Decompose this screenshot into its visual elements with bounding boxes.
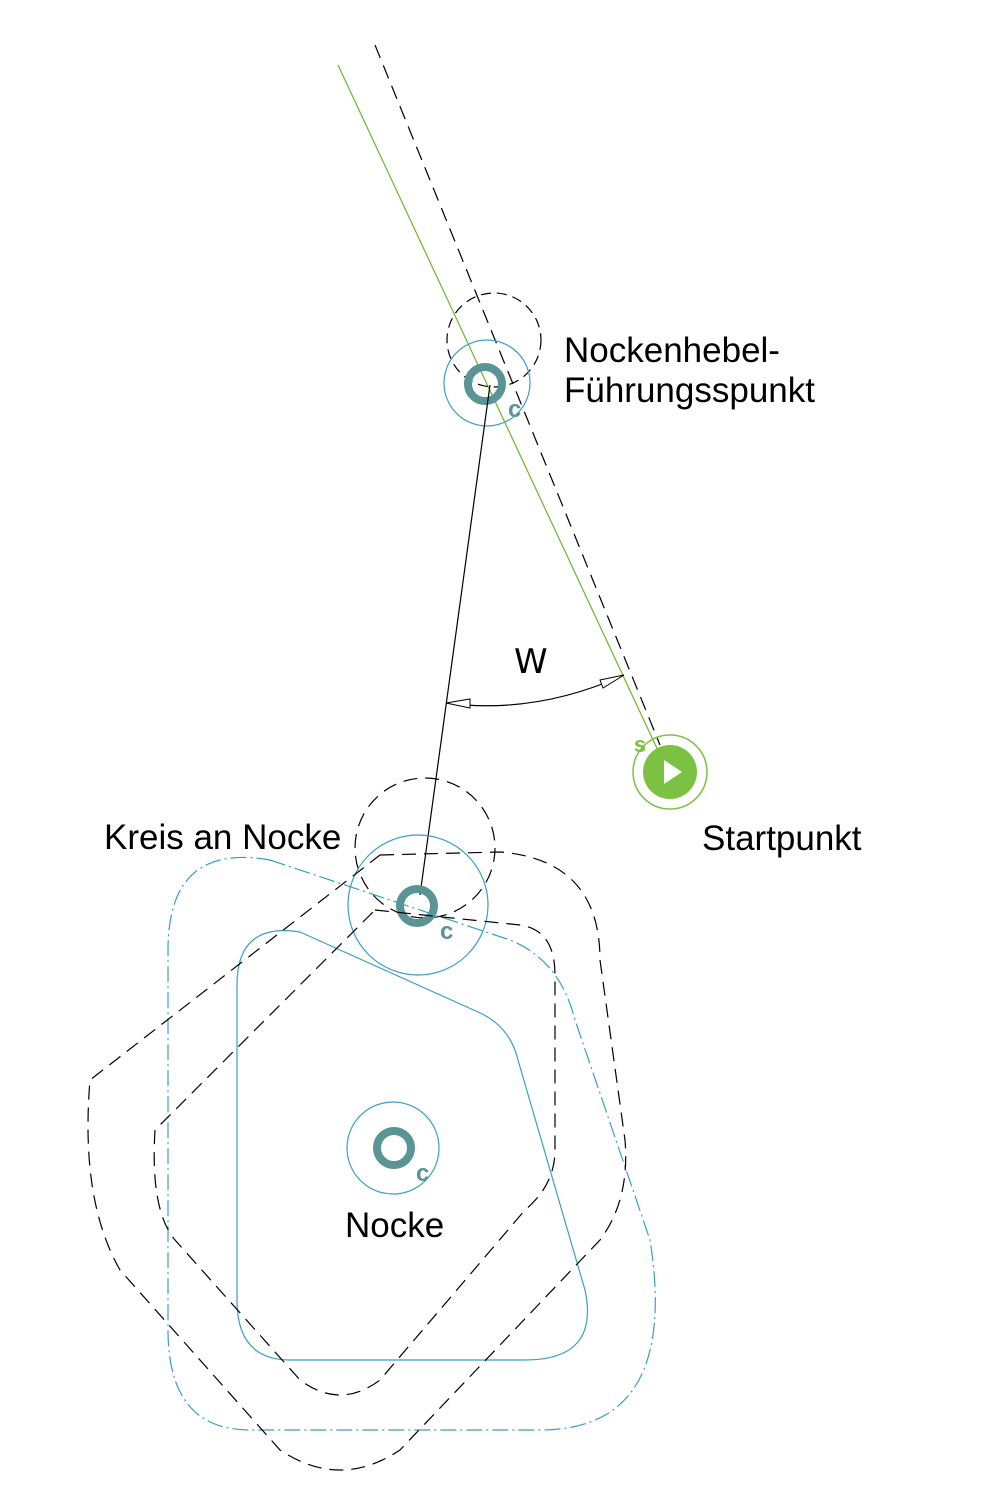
cam-center-circle: [346, 1101, 440, 1195]
lever-arm-line: [419, 384, 491, 896]
cam-center-letter: c: [416, 1160, 430, 1187]
start-point-ring: [632, 734, 708, 810]
angle-label: W: [514, 642, 548, 682]
cam-profile: [236, 930, 589, 1361]
cam-rotated-ghost-outer: [87, 851, 627, 1471]
cam-label: Nocke: [345, 1206, 445, 1245]
start-play-icon: [664, 760, 682, 784]
cam-rotated-ghost-inner: [153, 909, 556, 1396]
start-label: Startpunkt: [702, 819, 862, 858]
lever-center-marker-icon: [464, 363, 506, 405]
angle-arrow-right-icon: [599, 674, 625, 689]
start-letter: s: [634, 732, 647, 757]
lever-label-line2: Führungsspunkt: [564, 371, 815, 410]
follower-circle: [347, 834, 489, 976]
lever-center-letter: c: [508, 396, 522, 423]
follower-center-letter: c: [440, 918, 454, 945]
follower-center-marker-icon: [396, 885, 438, 927]
cam-center-marker-icon: [373, 1127, 415, 1169]
lever-label-line1: Nockenhebel-: [564, 331, 780, 370]
follower-dashed-circle: [354, 777, 496, 919]
start-direction-line: [337, 64, 669, 773]
angle-arrow-left-icon: [445, 698, 471, 709]
lever-pivot-circle: [443, 339, 531, 427]
circle-on-cam-label: Kreis an Nocke: [104, 818, 342, 857]
cam-offset-profile: [167, 856, 656, 1431]
lever-dashed-circle: [446, 292, 542, 388]
dashed-axis-line: [374, 44, 661, 746]
